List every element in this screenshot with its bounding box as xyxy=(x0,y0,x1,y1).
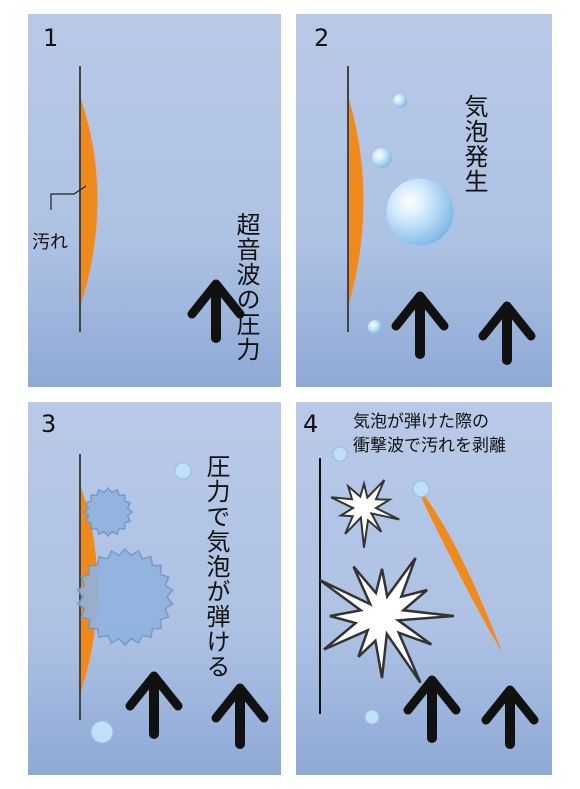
up-arrow-icon xyxy=(478,301,536,365)
shockwave-burst-icon xyxy=(330,479,400,548)
panel-4: 4 気泡が弾けた際の 衝撃波で汚れを剥離 xyxy=(296,402,552,775)
panel-number: 4 xyxy=(303,410,319,438)
bubble-small xyxy=(368,320,382,334)
panel-3-graphic xyxy=(76,454,269,749)
panel-number: 3 xyxy=(41,410,57,438)
panel-caption: 超音波の圧力 xyxy=(232,212,260,362)
bubble-large xyxy=(385,177,455,247)
burst-shape xyxy=(82,486,134,538)
up-arrow-icon xyxy=(481,685,539,749)
stain-leader-line xyxy=(50,185,87,210)
burst-shape xyxy=(76,547,174,647)
panel-2: 2 気泡発生 xyxy=(296,14,552,387)
panel-caption-line1: 気泡が弾けた際の xyxy=(353,412,489,432)
panel-4-graphic xyxy=(318,446,539,749)
panel-number: 1 xyxy=(43,24,59,52)
bubble-small xyxy=(412,480,430,498)
bubble-small xyxy=(174,462,192,480)
panel-1-graphic xyxy=(50,66,245,343)
bubble-small xyxy=(393,94,407,108)
bubble-small xyxy=(372,148,392,168)
up-arrow-icon xyxy=(211,683,269,749)
bubble-small xyxy=(90,720,114,744)
shockwave-burst-icon xyxy=(318,557,455,684)
panel-caption: 気泡発生 xyxy=(460,94,488,194)
burst-shape xyxy=(318,557,455,684)
panel-caption-line2: 衝撃波で汚れを剥離 xyxy=(353,436,506,456)
up-arrow-icon xyxy=(125,671,183,739)
bubble-small xyxy=(332,446,348,462)
up-arrow-icon xyxy=(187,279,245,343)
stain-shape xyxy=(81,99,98,304)
bursting-bubble-large xyxy=(76,547,174,647)
stain-label: 汚れ xyxy=(32,232,68,253)
stain-shape xyxy=(349,99,364,304)
up-arrow-icon xyxy=(403,675,461,743)
bursting-bubble-small xyxy=(82,486,134,538)
burst-shape xyxy=(330,479,400,548)
detached-stain-shape xyxy=(414,482,502,652)
panel-number: 2 xyxy=(314,24,330,52)
panel-3: 3 圧力で気泡が弾ける xyxy=(28,402,281,775)
panel-caption: 圧力で気泡が弾ける xyxy=(202,454,230,679)
up-arrow-icon xyxy=(391,291,449,359)
panel-2-graphic xyxy=(347,66,536,365)
panel-1: 1 汚れ 超音波の圧力 xyxy=(28,14,281,387)
bubble-small xyxy=(364,709,380,725)
